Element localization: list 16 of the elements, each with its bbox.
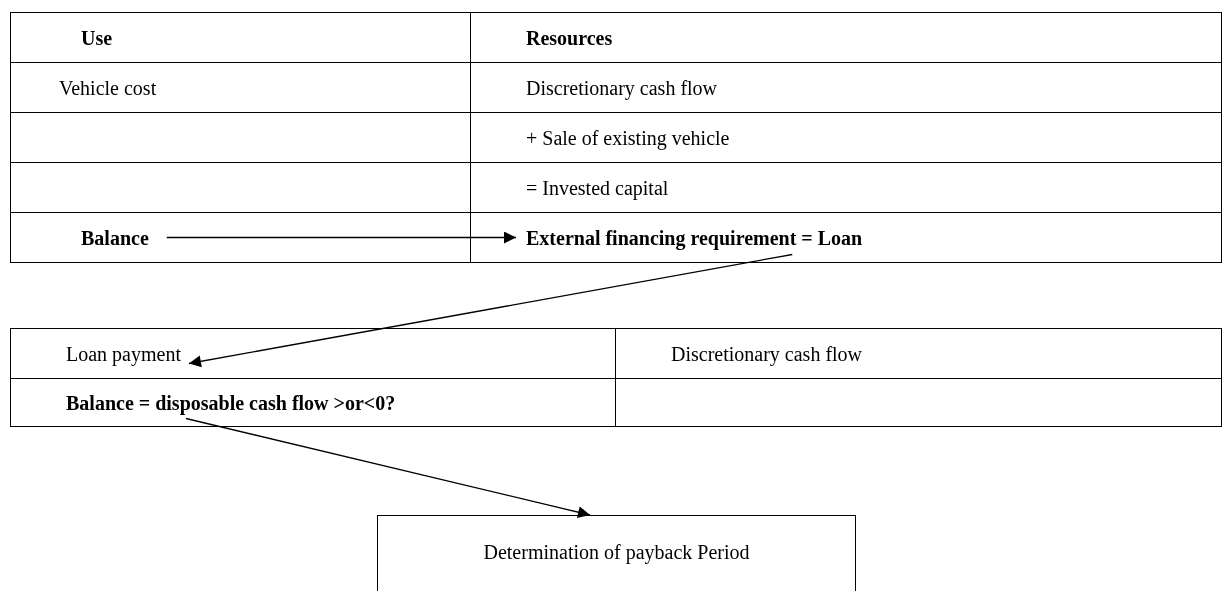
table-text: Balance = disposable cash flow >or<0?: [66, 390, 396, 415]
table-text: Balance: [81, 225, 149, 250]
table-text: External financing requirement = Loan: [526, 225, 863, 250]
process-box: [377, 515, 856, 591]
arrow: [185, 417, 591, 519]
table-text: = Invested capital: [526, 175, 669, 200]
box-text: Determination of payback Period: [483, 540, 750, 564]
table-text: Loan payment: [66, 341, 181, 366]
table-text: Vehicle cost: [59, 75, 157, 100]
table-text: Resources: [526, 25, 613, 50]
arrow: [166, 231, 517, 244]
arrow: [188, 253, 793, 368]
table-text: Discretionary cash flow: [671, 341, 863, 366]
table-text: Discretionary cash flow: [526, 75, 718, 100]
table-text: Use: [81, 25, 113, 50]
table-text: + Sale of existing vehicle: [526, 125, 730, 150]
